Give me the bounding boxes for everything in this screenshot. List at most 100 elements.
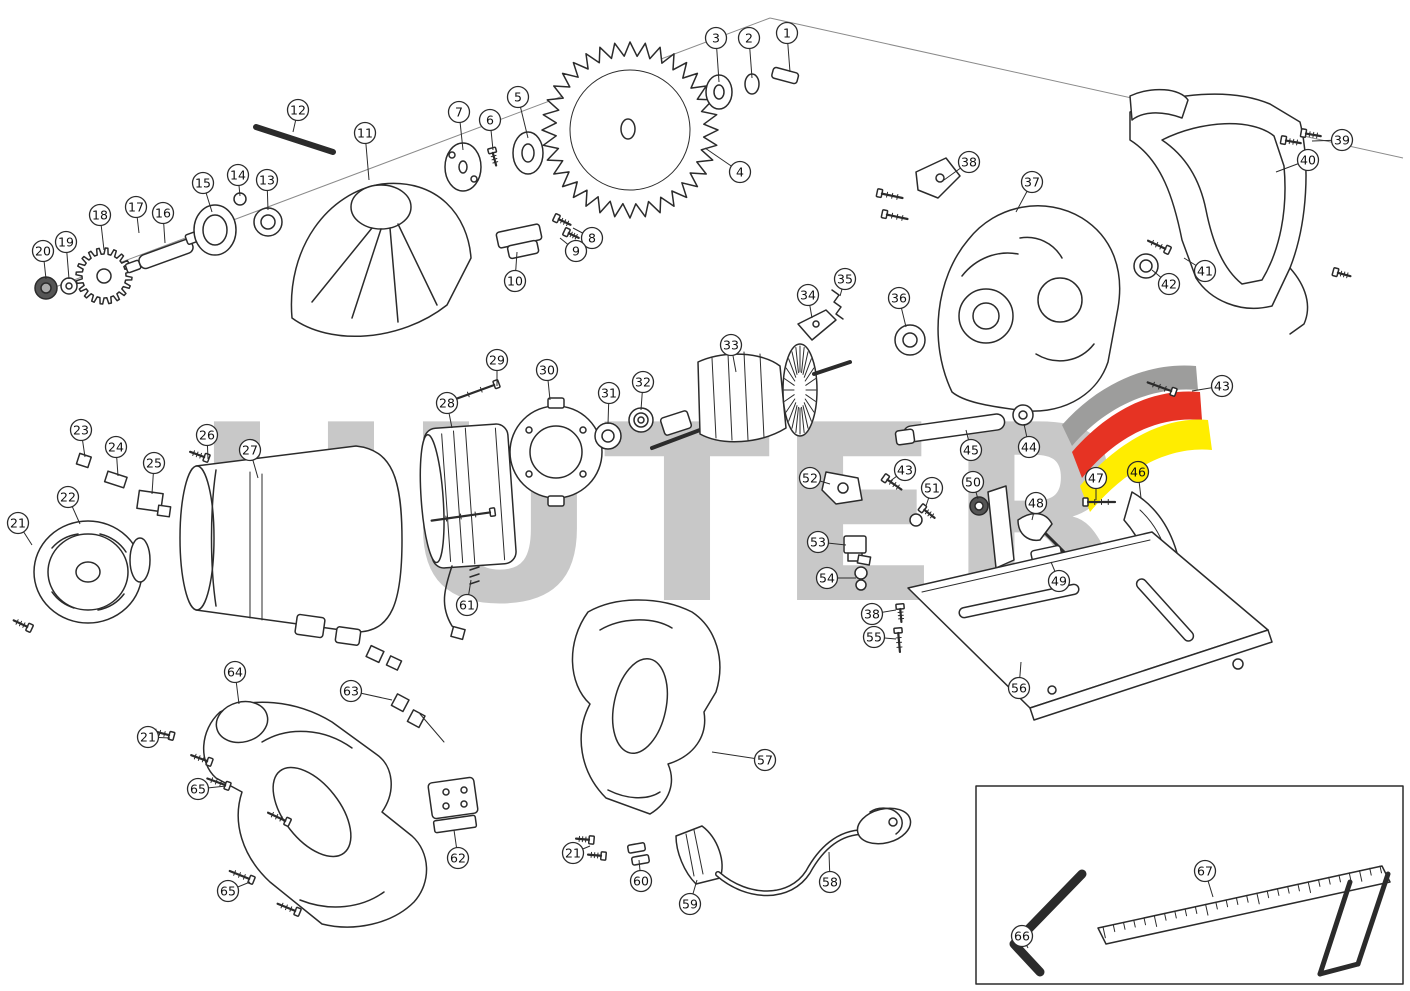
- callout-56: 56: [1007, 661, 1031, 700]
- callout-circle: [226, 163, 250, 187]
- callout-number: 36: [891, 291, 907, 306]
- callout-number: 27: [242, 443, 258, 458]
- screw-parts-group: [12, 128, 1352, 917]
- callout-number: 51: [924, 481, 940, 496]
- callout-circle: [815, 566, 839, 590]
- screw-part: [893, 626, 903, 654]
- callout-43: 43: [1191, 374, 1234, 398]
- callout-number: 38: [961, 155, 977, 170]
- callout-21: 21: [561, 841, 591, 865]
- callout-66: 66: [1010, 924, 1034, 949]
- screw-part: [266, 811, 292, 827]
- callout-number: 58: [822, 875, 838, 890]
- callout-circle: [818, 870, 842, 894]
- screw-part: [1299, 128, 1322, 139]
- callout-number: 25: [146, 456, 162, 471]
- lower-lever-group-52-55: [821, 471, 872, 591]
- callout-23: 23: [69, 418, 93, 458]
- callout-circle: [1084, 466, 1108, 490]
- callout-30: 30: [535, 358, 559, 401]
- callout-number: 35: [837, 272, 853, 287]
- callout-circle: [191, 171, 215, 195]
- callout-number: 14: [230, 168, 246, 183]
- armature-part-33: [650, 343, 852, 450]
- callout-29: 29: [485, 348, 509, 386]
- callout-circle: [353, 121, 377, 145]
- callout-circle: [753, 748, 777, 772]
- callout-circle: [56, 485, 80, 509]
- callout-number: 34: [800, 288, 816, 303]
- callout-circle: [1010, 924, 1034, 948]
- callout-circle: [503, 269, 527, 293]
- callout-40: 40: [1275, 148, 1320, 173]
- callout-2: 2: [737, 26, 761, 79]
- callout-number: 17: [128, 200, 144, 215]
- screw-part: [552, 213, 572, 227]
- flag-band-red: [1072, 391, 1202, 478]
- callout-37: 37: [1015, 170, 1044, 213]
- callout-54: 54: [815, 566, 856, 590]
- callout-8: 8: [572, 226, 604, 250]
- callout-number: 31: [601, 386, 617, 401]
- callout-59: 59: [678, 879, 702, 916]
- callout-15: 15: [191, 171, 215, 213]
- callout-21: 21: [6, 511, 33, 546]
- callout-number: 19: [58, 235, 74, 250]
- callout-number: 55: [866, 630, 882, 645]
- callout-number: 22: [60, 490, 76, 505]
- callout-number: 26: [199, 428, 215, 443]
- callout-number: 10: [507, 274, 523, 289]
- callout-51: 51: [920, 476, 944, 507]
- callout-circle: [339, 679, 363, 703]
- callout-circle: [88, 203, 112, 227]
- callout-number: 57: [757, 753, 773, 768]
- callout-number: 41: [1197, 264, 1213, 279]
- callout-number: 9: [572, 244, 580, 259]
- callout-38: 38: [860, 602, 897, 626]
- callout-number: 65: [190, 782, 206, 797]
- callout-circle: [195, 423, 219, 447]
- callout-number: 37: [1024, 175, 1040, 190]
- callout-49: 49: [1047, 561, 1071, 593]
- screw-part: [562, 227, 580, 240]
- callout-circle: [69, 418, 93, 442]
- callout-number: 61: [459, 598, 475, 613]
- callout-27: 27: [238, 438, 262, 479]
- callout-circle: [631, 370, 655, 394]
- callout-circle: [1126, 460, 1150, 484]
- callout-number: 21: [140, 730, 156, 745]
- callout-number: 12: [290, 103, 306, 118]
- callout-circle: [435, 391, 459, 415]
- callout-5: 5: [506, 85, 530, 139]
- screw-part: [190, 753, 214, 767]
- callout-41: 41: [1183, 257, 1217, 283]
- callout-number: 3: [712, 31, 720, 46]
- callout-circle: [54, 230, 78, 254]
- callout-number: 30: [539, 363, 555, 378]
- callout-circle: [1024, 491, 1048, 515]
- callout-43: 43: [888, 458, 917, 483]
- callout-4: 4: [704, 147, 752, 184]
- callout-circle: [455, 593, 479, 617]
- callout-number: 56: [1011, 681, 1027, 696]
- callout-6: 6: [478, 108, 502, 151]
- callout-50: 50: [961, 470, 985, 500]
- callout-circle: [957, 150, 981, 174]
- callout-39: 39: [1311, 128, 1354, 152]
- callout-circle: [798, 466, 822, 490]
- callout-34: 34: [796, 283, 820, 319]
- screw-part: [917, 503, 936, 519]
- clamp-plate-group: [495, 223, 543, 260]
- callout-number: 2: [745, 31, 753, 46]
- callout-67: 67: [1193, 859, 1217, 898]
- callout-circle: [1210, 374, 1234, 398]
- callout-number: 1: [783, 26, 791, 41]
- callout-number: 52: [802, 471, 818, 486]
- callout-65: 65: [186, 777, 227, 801]
- screw-part: [12, 619, 34, 633]
- screw-part: [430, 507, 497, 522]
- knob-group-41-42: [1133, 253, 1159, 279]
- stator-part-28: [419, 423, 517, 641]
- callout-number: 45: [963, 443, 979, 458]
